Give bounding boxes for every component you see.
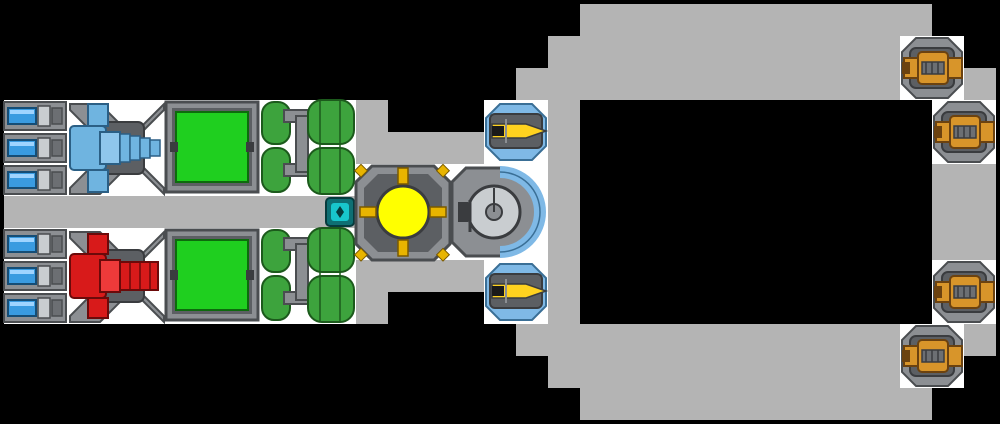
reactor[interactable]	[353, 163, 452, 262]
bottom-arm-1	[516, 324, 900, 356]
battery[interactable]	[3, 101, 67, 131]
battery-icon	[3, 261, 67, 291]
engine-bottom[interactable]	[261, 227, 355, 323]
battery-icon	[3, 293, 67, 323]
lower-wing-connector	[356, 260, 388, 324]
right-upright	[932, 164, 996, 260]
cannon-icon	[933, 101, 995, 163]
battery-bank-top	[3, 101, 67, 195]
lower-neck	[388, 260, 484, 292]
battery[interactable]	[3, 261, 67, 291]
cannon[interactable]	[901, 325, 963, 387]
fuel-tank-top[interactable]	[164, 100, 260, 194]
gyroscope-icon	[325, 197, 355, 227]
thruster-red[interactable]	[69, 229, 165, 325]
missile-launcher-icon	[485, 263, 549, 321]
battery-bank-bottom	[3, 229, 67, 323]
cannon[interactable]	[933, 261, 995, 323]
missile-launcher-top[interactable]	[485, 103, 549, 161]
engine-icon	[261, 227, 355, 323]
cannon-icon	[933, 261, 995, 323]
upper-wing-connector	[356, 100, 388, 164]
missile-launcher-icon	[485, 103, 549, 161]
fuel-tank-bottom[interactable]	[164, 228, 260, 322]
battery[interactable]	[3, 229, 67, 259]
cannon-icon	[901, 325, 963, 387]
reactor-icon	[353, 163, 452, 262]
fuel-tank-icon	[164, 100, 260, 194]
cannon[interactable]	[901, 37, 963, 99]
top-arm-4	[964, 68, 996, 100]
cannon-icon	[901, 37, 963, 99]
battery-icon	[3, 133, 67, 163]
shield-generator-icon	[450, 166, 546, 258]
left-frame	[548, 100, 580, 324]
missile-launcher-bottom[interactable]	[485, 263, 549, 321]
engine-icon	[261, 99, 355, 195]
engine-top[interactable]	[261, 99, 355, 195]
bottom-arm-3	[548, 356, 900, 388]
battery-icon	[3, 101, 67, 131]
battery[interactable]	[3, 133, 67, 163]
top-arm-3	[516, 68, 900, 100]
upper-neck	[388, 132, 484, 164]
battery-icon	[3, 165, 67, 195]
fuel-tank-icon	[164, 228, 260, 322]
top-arm-1	[580, 4, 932, 36]
thruster-icon	[69, 101, 165, 197]
shield-generator[interactable]	[450, 166, 546, 258]
cannon-group	[901, 37, 995, 387]
battery[interactable]	[3, 293, 67, 323]
bottom-arm-4	[580, 388, 932, 420]
top-arm-2	[548, 36, 900, 68]
battery-icon	[3, 229, 67, 259]
cannon[interactable]	[933, 101, 995, 163]
thruster-icon	[69, 229, 165, 325]
spine-corridor	[4, 196, 388, 228]
hull	[4, 4, 996, 420]
bottom-arm-2	[964, 324, 996, 356]
gyroscope[interactable]	[325, 197, 355, 227]
battery[interactable]	[3, 165, 67, 195]
thruster-blue[interactable]	[69, 101, 165, 197]
